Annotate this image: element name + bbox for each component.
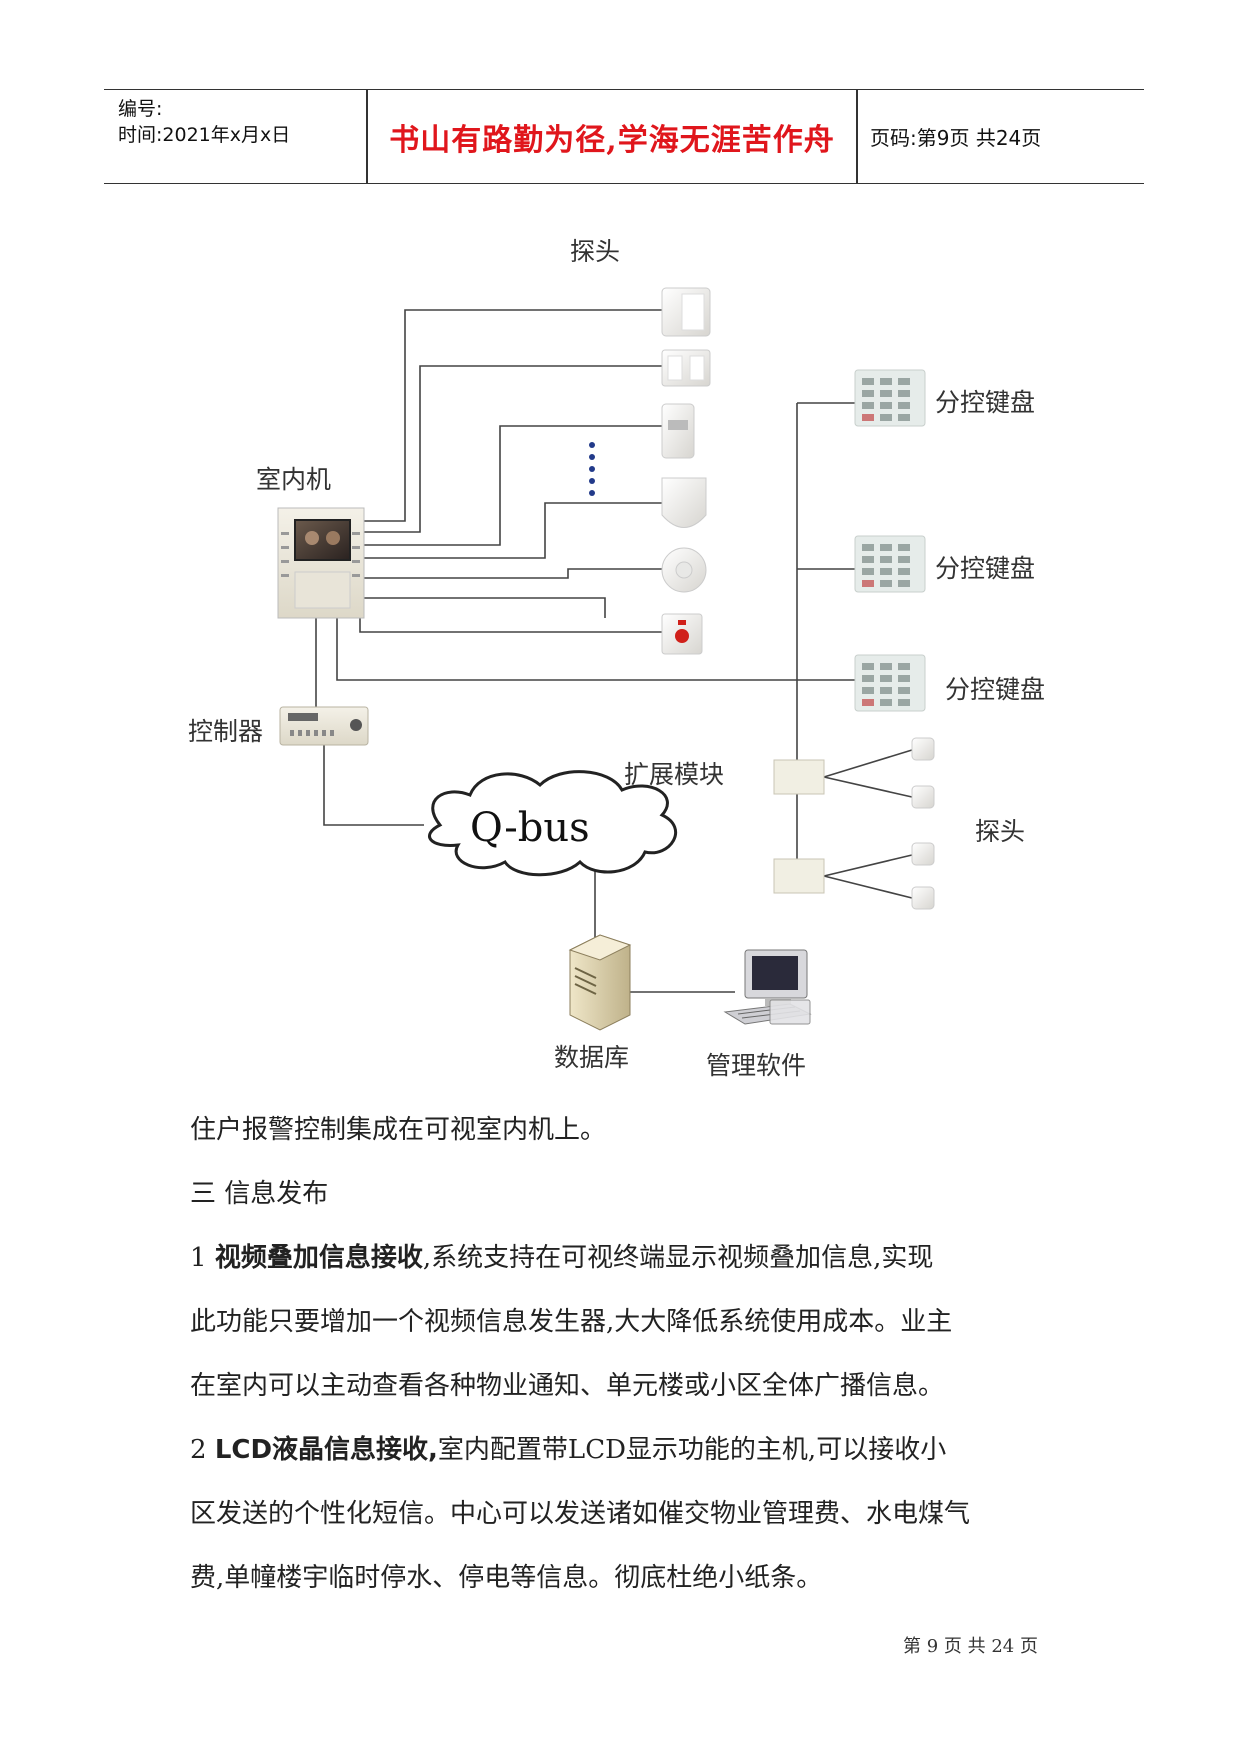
wiring-lines <box>315 309 913 993</box>
header-motto: 书山有路勤为径,学海无涯苦作舟 <box>389 122 835 158</box>
item-number: 1 <box>190 1243 215 1273</box>
paragraph: 住户报警控制集成在可视室内机上。 <box>190 1115 607 1145</box>
keypad-icon <box>854 535 926 593</box>
keypad-icon <box>854 369 926 427</box>
expansion-module-icon <box>773 858 825 894</box>
sensor-probe-icon <box>911 886 935 910</box>
header-divider <box>856 90 858 183</box>
controller-label: 控制器 <box>188 717 264 746</box>
probes-label-right: 探头 <box>975 817 1026 846</box>
panic-button-icon <box>661 613 703 655</box>
ellipsis-dots <box>589 442 595 496</box>
probes-label-top: 探头 <box>570 237 621 266</box>
document-time-label: 时间:2021年x月x日 <box>118 124 291 146</box>
sensor-probe-icon <box>661 349 711 387</box>
section-heading: 三 信息发布 <box>190 1179 329 1209</box>
expansion-module-icon <box>773 759 825 795</box>
keypad-label: 分控键盘 <box>935 554 1036 583</box>
management-software-label: 管理软件 <box>706 1051 807 1080</box>
alarm-system-diagram: 探头 室内机 控制器 分控键盘 分控键盘 分控键盘 扩展模块 探头 Q-bus … <box>188 237 1046 1080</box>
item-text: ,系统支持在可视终端显示视频叠加信息,实现 <box>422 1243 934 1273</box>
sensor-probe-icon <box>661 477 707 528</box>
sensor-probe-icon <box>661 403 695 459</box>
paragraph: 此功能只要增加一个视频信息发生器,大大降低系统使用成本。业主 <box>190 1307 953 1337</box>
header-divider <box>366 90 368 183</box>
indoor-unit-label: 室内机 <box>256 465 332 494</box>
item-number: 2 <box>190 1435 215 1465</box>
sensor-probe-icon <box>911 785 935 809</box>
sensor-probe-icon <box>661 547 707 593</box>
diagram-canvas <box>277 287 935 1031</box>
page-header: 编号: 时间:2021年x月x日 书山有路勤为径,学海无涯苦作舟 页码:第9页 … <box>104 89 1144 184</box>
paragraph: 1 视频叠加信息接收,系统支持在可视终端显示视频叠加信息,实现 <box>190 1243 933 1273</box>
keypad-label: 分控键盘 <box>935 388 1036 417</box>
server-icon <box>568 934 632 1031</box>
sensor-probe-icon <box>661 287 711 337</box>
header-meta: 编号: 时间:2021年x月x日 <box>104 90 366 183</box>
item-title: LCD液晶信息接收, <box>214 1435 438 1465</box>
cloud-icon <box>428 770 677 877</box>
sensor-probe-icon <box>911 842 935 866</box>
header-page-info: 页码:第9页 共24页 <box>870 126 1042 150</box>
computer-icon <box>723 949 812 1025</box>
item-text: 室内配置带LCD显示功能的主机,可以接收小 <box>437 1435 947 1465</box>
page-footer: 第 9 页 共 24 页 <box>903 1636 1038 1657</box>
sensor-probe-icon <box>911 737 935 761</box>
paragraph: 在室内可以主动查看各种物业通知、单元楼或小区全体广播信息。 <box>190 1371 945 1401</box>
paragraph: 2 LCD液晶信息接收,室内配置带LCD显示功能的主机,可以接收小 <box>190 1435 946 1465</box>
expansion-module-label: 扩展模块 <box>624 760 725 789</box>
item-title: 视频叠加信息接收 <box>214 1243 423 1273</box>
qbus-label: Q-bus <box>470 805 590 851</box>
keypad-label: 分控键盘 <box>945 675 1046 704</box>
paragraph: 费,单幢楼宇临时停水、停电等信息。彻底杜绝小纸条。 <box>190 1563 823 1593</box>
controller-box-icon <box>279 706 369 746</box>
paragraph: 区发送的个性化短信。中心可以发送诸如催交物业管理费、水电煤气 <box>190 1499 971 1529</box>
database-label: 数据库 <box>554 1043 630 1072</box>
document-number-label: 编号: <box>118 98 163 120</box>
video-intercom-icon <box>277 507 365 619</box>
keypad-icon <box>854 654 926 712</box>
